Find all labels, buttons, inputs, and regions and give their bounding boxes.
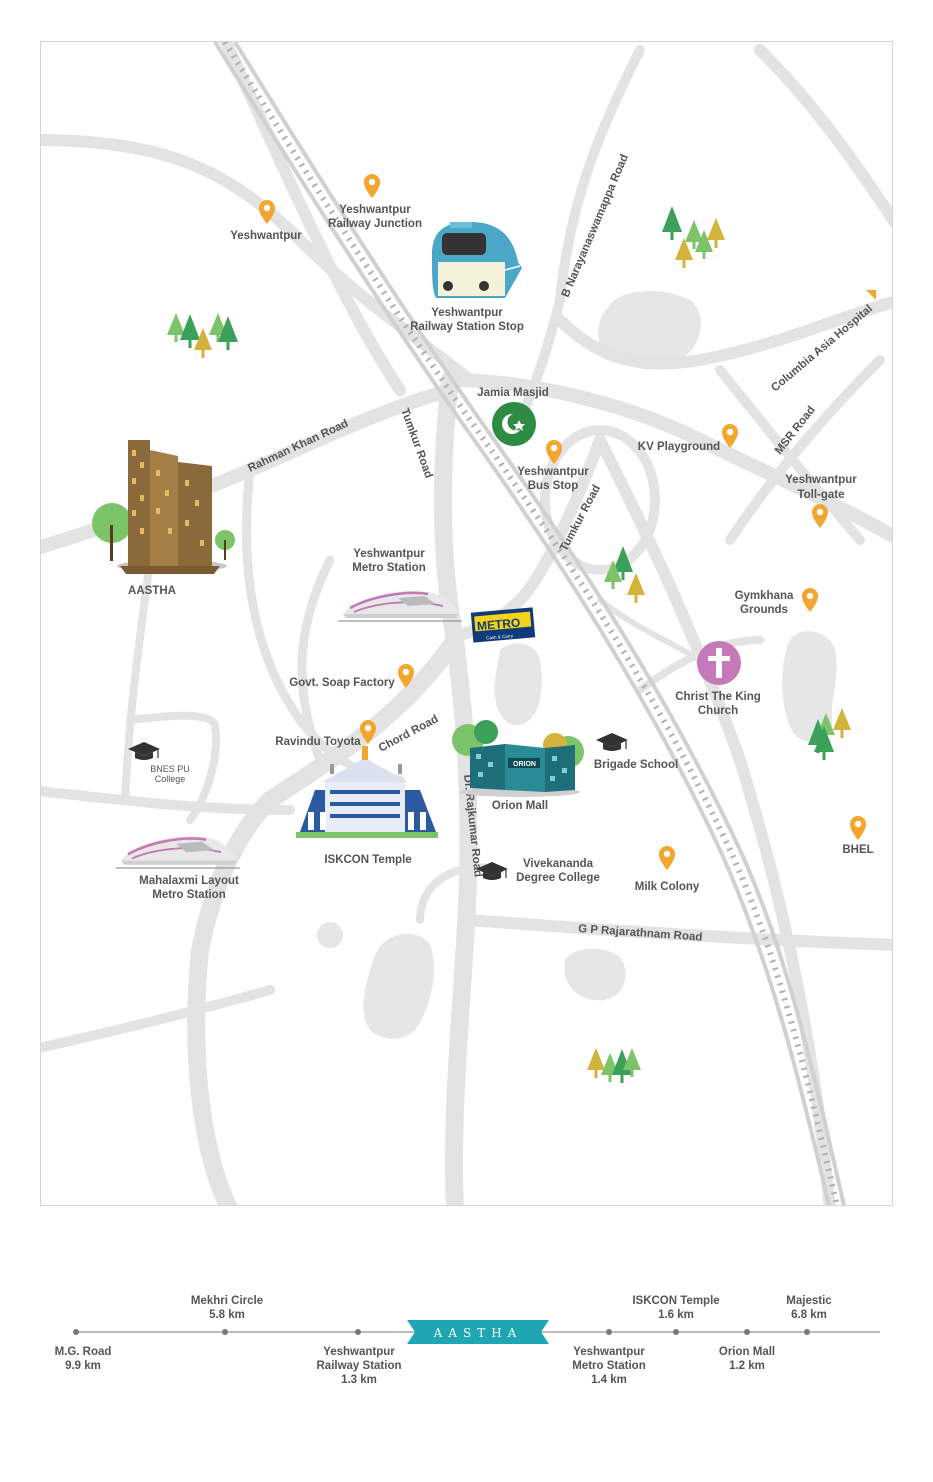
label-bus-stop-line2: Bus Stop — [528, 480, 578, 492]
mosque-icon — [492, 402, 536, 446]
label-govt-soap-factory: Govt. Soap Factory — [289, 677, 395, 689]
dist-iskcon-name: ISKCON Temple — [632, 1295, 719, 1307]
map-layer: B Narayanaswamappa Road Columbia Asia Ho… — [41, 42, 892, 1205]
dist-metro-km: 1.4 km — [591, 1374, 627, 1386]
dist-railway-km: 1.3 km — [341, 1374, 377, 1386]
label-tollgate-line2: Toll-gate — [797, 489, 844, 501]
stop-dot-majestic — [804, 1329, 810, 1335]
label-tollgate-line1: Yeshwantpur — [785, 474, 857, 486]
dist-iskcon-km: 1.6 km — [658, 1309, 694, 1321]
stop-dot-iskcon — [673, 1329, 679, 1335]
hospital-flag-icon — [866, 290, 876, 300]
label-gymkhana-line1: Gymkhana — [735, 590, 794, 602]
label-vivekananda-line1: Vivekananda — [523, 858, 594, 870]
label-milk-colony: Milk Colony — [635, 881, 700, 893]
stop-dot-mg-road — [73, 1329, 79, 1335]
dist-railway-name2: Railway Station — [317, 1360, 402, 1372]
label-yeshwantpur: Yeshwantpur — [230, 230, 302, 242]
railway-line — [213, 42, 846, 1205]
label-jamia-masjid: Jamia Masjid — [477, 387, 549, 399]
label-iskcon-temple: ISKCON Temple — [324, 854, 411, 866]
label-vivekananda-line2: Degree College — [516, 872, 600, 884]
dist-mekhri-name: Mekhri Circle — [191, 1295, 263, 1307]
distance-bar: AASTHA Mekhri Circle 5.8 km ISKCON Templ… — [55, 1295, 880, 1386]
tree-cluster-northwest — [167, 313, 238, 358]
railway-junction-pin-icon[interactable] — [364, 174, 380, 198]
label-church-line1: Christ The King — [675, 691, 761, 703]
road-label-tumkur-1: Tumkur Road — [398, 407, 434, 480]
label-bnes-line2: College — [155, 774, 186, 784]
label-ravindu-toyota: Ravindu Toyota — [275, 736, 361, 748]
dist-orion-name: Orion Mall — [719, 1346, 775, 1358]
dist-majestic-km: 6.8 km — [791, 1309, 827, 1321]
label-orion-mall: Orion Mall — [492, 800, 548, 812]
stop-dot-metro — [606, 1329, 612, 1335]
label-station-stop-line2: Railway Station Stop — [410, 321, 524, 333]
label-aastha: AASTHA — [128, 585, 176, 597]
toll-gate-pin-icon[interactable] — [812, 504, 828, 528]
dist-mg-road-name: M.G. Road — [55, 1346, 112, 1358]
stop-dot-orion — [744, 1329, 750, 1335]
dist-majestic-name: Majestic — [786, 1295, 832, 1307]
label-church-line2: Church — [698, 705, 738, 717]
dist-railway-name1: Yeshwantpur — [323, 1346, 395, 1358]
stop-dot-railway — [355, 1329, 361, 1335]
metro-cash-carry-logo: METRO Cash & Carry — [470, 607, 536, 643]
bhel-pin-icon[interactable] — [850, 816, 866, 840]
label-station-stop-line1: Yeshwantpur — [431, 307, 503, 319]
metro-logo-text: METRO — [476, 616, 520, 634]
label-mahalaxmi-line2: Metro Station — [152, 889, 225, 901]
metro-logo-subtext: Cash & Carry — [486, 633, 514, 640]
mahalaxmi-metro-train-icon — [114, 835, 242, 870]
dist-mekhri-km: 5.8 km — [209, 1309, 245, 1321]
orion-mall-icon: ORION — [452, 720, 584, 797]
label-railway-junction-line1: Yeshwantpur — [339, 204, 411, 216]
label-kv-playground: KV Playground — [638, 441, 720, 453]
label-railway-junction-line2: Railway Junction — [328, 218, 422, 230]
dist-metro-name2: Metro Station — [572, 1360, 645, 1372]
stop-dot-mekhri — [222, 1329, 228, 1335]
dist-orion-km: 1.2 km — [729, 1360, 765, 1372]
label-bus-stop-line1: Yeshwantpur — [517, 466, 589, 478]
label-brigade-school: Brigade School — [594, 759, 678, 771]
road-label-rahman-khan: Rahman Khan Road — [246, 418, 350, 475]
dist-mg-road-km: 9.9 km — [65, 1360, 101, 1372]
milk-colony-pin-icon[interactable] — [659, 846, 675, 870]
label-mahalaxmi-line1: Mahalaxmi Layout — [139, 875, 239, 887]
dist-metro-name1: Yeshwantpur — [573, 1346, 645, 1358]
label-metro-station-line1: Yeshwantpur — [353, 548, 425, 560]
label-gymkhana-line2: Grounds — [740, 604, 788, 616]
brigade-school-cap-icon — [595, 732, 629, 752]
tree-cluster-south — [587, 1048, 641, 1083]
label-bhel: BHEL — [842, 844, 873, 856]
tree-cluster-northeast — [662, 206, 725, 268]
label-metro-station-line2: Metro Station — [352, 562, 425, 574]
iskcon-temple-icon — [296, 746, 438, 838]
gymkhana-pin-icon[interactable] — [802, 588, 818, 612]
aastha-badge-text: AASTHA — [433, 1326, 523, 1340]
orion-sign-text: ORION — [513, 761, 536, 768]
roads — [41, 42, 892, 1205]
bnes-college-cap-icon — [127, 741, 161, 761]
aastha-badge[interactable]: AASTHA — [407, 1320, 549, 1344]
label-bnes-line1: BNES PU — [150, 764, 190, 774]
church-cross-icon — [697, 641, 741, 685]
aastha-building-icon — [92, 440, 235, 574]
railway-train-icon — [432, 222, 522, 298]
water-bodies — [317, 290, 837, 1039]
